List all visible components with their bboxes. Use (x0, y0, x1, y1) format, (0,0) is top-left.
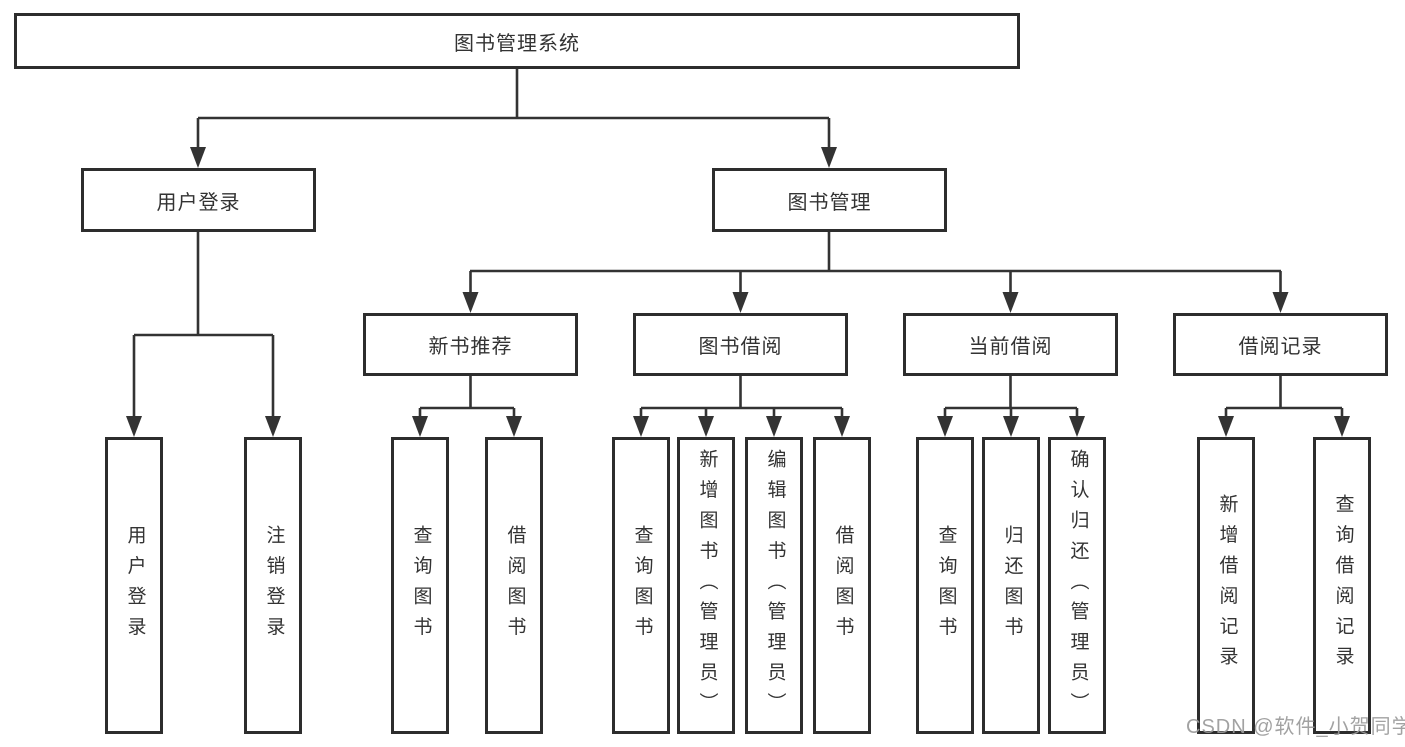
node-current-borrowing: 当前借阅 (903, 313, 1118, 376)
node-leaf-confirm-return-admin: 确认归还（管理员） (1048, 437, 1106, 734)
node-label: 借阅图书 (832, 524, 854, 647)
node-label: 查询借阅记录 (1332, 494, 1354, 677)
node-leaf-query-books-borrowing: 查询图书 (612, 437, 670, 734)
node-label: 查询图书 (935, 524, 957, 647)
node-label: 新增借阅记录 (1216, 494, 1238, 677)
node-label: 确认归还（管理员） (1067, 448, 1089, 723)
node-book-borrowing: 图书借阅 (633, 313, 848, 376)
node-leaf-edit-books-admin: 编辑图书（管理员） (745, 437, 803, 734)
node-label: 当前借阅 (968, 336, 1053, 358)
node-label: 编辑图书（管理员） (764, 448, 786, 723)
node-label: 借阅记录 (1238, 336, 1323, 358)
node-borrowing-records: 借阅记录 (1173, 313, 1388, 376)
node-book-management: 图书管理 (712, 168, 947, 232)
node-label: 查询图书 (631, 524, 653, 647)
node-leaf-add-books-admin: 新增图书（管理员） (677, 437, 735, 734)
node-label: 新增图书（管理员） (696, 448, 718, 723)
node-leaf-query-books-current: 查询图书 (916, 437, 974, 734)
csdn-watermark: CSDN @软件_小贺同学 (1186, 716, 1405, 738)
node-user-login: 用户登录 (81, 168, 316, 232)
node-leaf-logout: 注销登录 (244, 437, 302, 734)
node-label: 查询图书 (410, 524, 432, 647)
node-label: 用户登录 (124, 524, 146, 647)
arrowheads (126, 147, 1350, 437)
node-leaf-borrow-books: 借阅图书 (813, 437, 871, 734)
node-label: 图书借阅 (698, 336, 783, 358)
node-new-book-recommendation: 新书推荐 (363, 313, 578, 376)
node-label: 图书管理系统 (454, 32, 580, 55)
node-label: 借阅图书 (504, 524, 526, 647)
node-label: 用户登录 (156, 191, 241, 214)
node-leaf-add-borrow-record: 新增借阅记录 (1197, 437, 1255, 734)
node-label: 归还图书 (1001, 524, 1023, 647)
node-leaf-return-books: 归还图书 (982, 437, 1040, 734)
node-label: 注销登录 (263, 524, 285, 647)
node-leaf-user-login: 用户登录 (105, 437, 163, 734)
node-leaf-query-borrow-record: 查询借阅记录 (1313, 437, 1371, 734)
node-library-system: 图书管理系统 (14, 13, 1020, 69)
node-label: 图书管理 (787, 191, 872, 214)
node-leaf-borrow-books-recommend: 借阅图书 (485, 437, 543, 734)
node-leaf-query-books-recommend: 查询图书 (391, 437, 449, 734)
node-label: 新书推荐 (428, 336, 513, 358)
